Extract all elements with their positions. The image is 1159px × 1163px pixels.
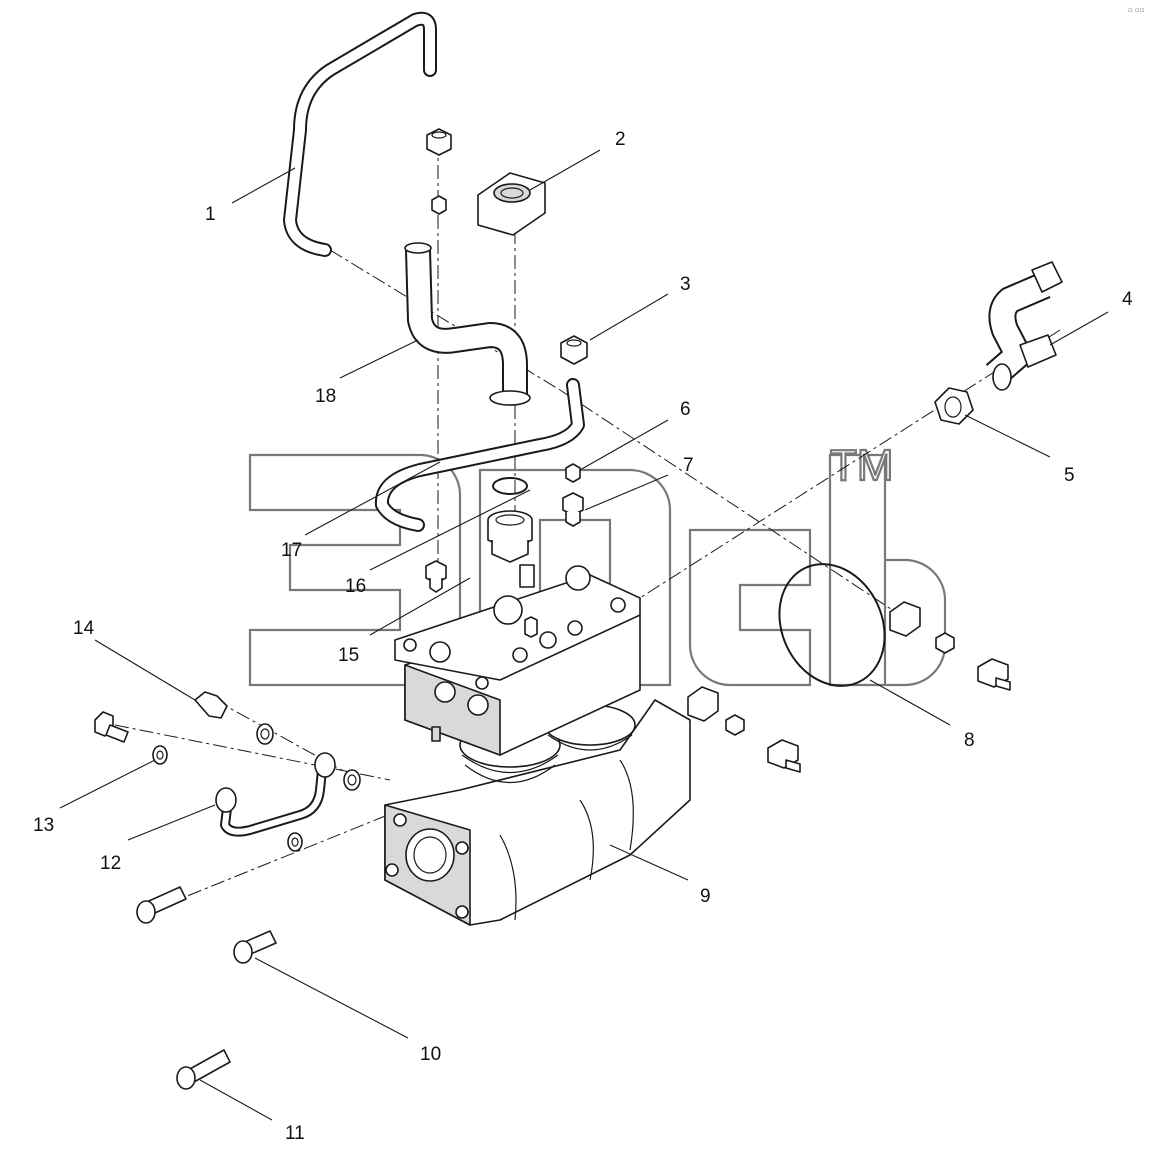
callout-4: 4 bbox=[1122, 289, 1133, 310]
callout-14: 14 bbox=[73, 618, 95, 639]
part-7-fitting bbox=[562, 492, 584, 527]
callout-10: 10 bbox=[420, 1044, 441, 1065]
corner-mark: ▫ ▫▫ bbox=[1128, 6, 1144, 14]
callout-6: 6 bbox=[680, 399, 691, 420]
part-10-bolt bbox=[233, 930, 277, 964]
part-6-fitting bbox=[565, 463, 581, 483]
leader-lines bbox=[59, 149, 1109, 1121]
right-fitting-sleeve-upper bbox=[935, 632, 955, 654]
part-15-fitting bbox=[425, 560, 447, 593]
callout-9: 9 bbox=[700, 886, 711, 907]
right-fitting-sleeve-lower bbox=[725, 714, 745, 736]
part-12-oil-line bbox=[215, 752, 336, 837]
right-fitting-nut-upper bbox=[889, 601, 921, 637]
part-5-nut bbox=[934, 387, 974, 425]
part-2-large-nut bbox=[477, 172, 546, 236]
trademark-mark: TM bbox=[830, 441, 894, 490]
callout-11: 11 bbox=[285, 1123, 305, 1144]
washer-13 bbox=[152, 745, 168, 765]
small-nut-top bbox=[426, 128, 452, 156]
callout-17: 17 bbox=[281, 540, 302, 561]
callout-16: 16 bbox=[345, 576, 366, 597]
part-14-bolt bbox=[194, 691, 228, 719]
right-fitting-adapter-lower bbox=[767, 739, 801, 773]
callout-labels: 1 2 3 4 5 6 7 8 9 10 11 12 13 14 15 16 1… bbox=[33, 129, 1133, 1144]
callout-12: 12 bbox=[100, 853, 121, 874]
part-11-bolt bbox=[176, 1049, 231, 1090]
callout-7: 7 bbox=[683, 455, 694, 476]
washer-12b bbox=[287, 832, 303, 852]
o-ring bbox=[492, 477, 528, 495]
callout-18: 18 bbox=[315, 386, 336, 407]
part-18-elbow-pipe bbox=[404, 242, 531, 406]
washer-14 bbox=[256, 723, 274, 745]
part-9-compressor bbox=[384, 564, 691, 926]
small-sleeve-top bbox=[431, 195, 447, 215]
part-13-bolt bbox=[94, 711, 129, 743]
part-3-nut bbox=[560, 335, 588, 365]
right-fitting-adapter-upper bbox=[977, 658, 1011, 691]
callout-13: 13 bbox=[33, 815, 54, 836]
washer-12a bbox=[343, 769, 361, 791]
callout-15: 15 bbox=[338, 645, 359, 666]
callout-5: 5 bbox=[1064, 465, 1075, 486]
part-4-elbow-connector bbox=[985, 261, 1063, 391]
right-fitting-nut-lower bbox=[687, 686, 719, 722]
part-17-pipe bbox=[374, 378, 585, 532]
callout-3: 3 bbox=[680, 274, 691, 295]
callout-1: 1 bbox=[205, 204, 216, 225]
callout-8: 8 bbox=[964, 730, 975, 751]
long-bolt bbox=[136, 886, 187, 924]
part-16-fitting bbox=[487, 510, 533, 563]
part-1-bent-tube bbox=[283, 11, 437, 257]
callout-2: 2 bbox=[615, 129, 626, 150]
part-8-o-ring bbox=[778, 563, 886, 687]
